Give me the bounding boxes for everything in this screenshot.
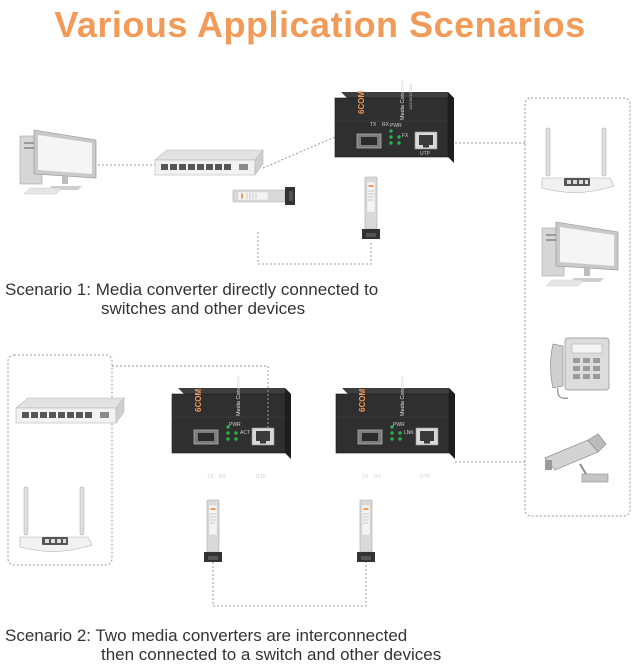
- conv2-label-utp: UTP: [256, 474, 267, 480]
- conv1-label-pwr: PWR: [390, 123, 402, 129]
- scenario1-switch-icon: [154, 149, 264, 176]
- telephone-icon: [550, 337, 610, 399]
- conv2-model: Media Converter: [236, 375, 242, 416]
- conv1-model: Media Converter: [400, 79, 406, 120]
- scenario2-sfp-right-icon: [356, 499, 376, 563]
- scenario1-links: [98, 136, 525, 265]
- scenario2-caption: Scenario 2: Two media converters are int…: [5, 626, 441, 664]
- scenario2-router-icon: [19, 486, 93, 553]
- conv3-label-tx: TX: [362, 474, 369, 480]
- scenario2-switch-icon: [15, 397, 125, 424]
- right-router-icon: [541, 127, 615, 194]
- conv2-brand: 6COM: [194, 389, 203, 412]
- scenario1-caption-line2: switches and other devices: [101, 299, 306, 318]
- conv1-label-tx: TX: [370, 122, 377, 128]
- scenario1-caption: Scenario 1: Media converter directly con…: [5, 280, 378, 318]
- conv1-label-utp: UTP: [420, 151, 431, 157]
- conv1-spec: 10/100/1000M: [408, 84, 413, 110]
- conv3-label-pwr: PWR: [393, 422, 405, 428]
- scenario2-devices-group: [7, 354, 113, 566]
- scenario2-links: [112, 365, 525, 607]
- scenario2-caption-line1: Scenario 2: Two media converters are int…: [5, 626, 408, 645]
- conv2-label-act: ACT: [240, 430, 250, 436]
- conv1-brand: 6COM: [357, 91, 366, 114]
- scenario1-switch-sfp-module-icon: [232, 186, 296, 206]
- conv3-label-lnk: LNK: [404, 430, 414, 436]
- conv3-label-rx: RX: [374, 474, 382, 480]
- conv2-label-tx: TX: [207, 474, 214, 480]
- cctv-camera-icon: [544, 433, 609, 483]
- scenario1-sfp-module-icon: [361, 176, 381, 240]
- scenario1-caption-line1: Scenario 1: Media converter directly con…: [5, 280, 379, 299]
- right-pc-icon: [541, 221, 619, 287]
- end-devices-group: [524, 97, 631, 517]
- scenario2-sfp-left-icon: [203, 499, 223, 563]
- scenario1-pc-icon: [19, 129, 97, 195]
- conv3-brand: 6COM: [358, 389, 367, 412]
- scenario2-caption-line2: then connected to a switch and other dev…: [101, 645, 442, 664]
- conv2-label-rx: RX: [219, 474, 227, 480]
- conv1-label-rx: RX: [382, 122, 390, 128]
- conv3-label-utp: UTP: [420, 474, 431, 480]
- page-title: Various Application Scenarios: [54, 4, 586, 45]
- conv3-model: Media Converter: [400, 375, 406, 416]
- conv2-label-pwr: PWR: [229, 422, 241, 428]
- conv1-label-fx: FX: [402, 133, 409, 139]
